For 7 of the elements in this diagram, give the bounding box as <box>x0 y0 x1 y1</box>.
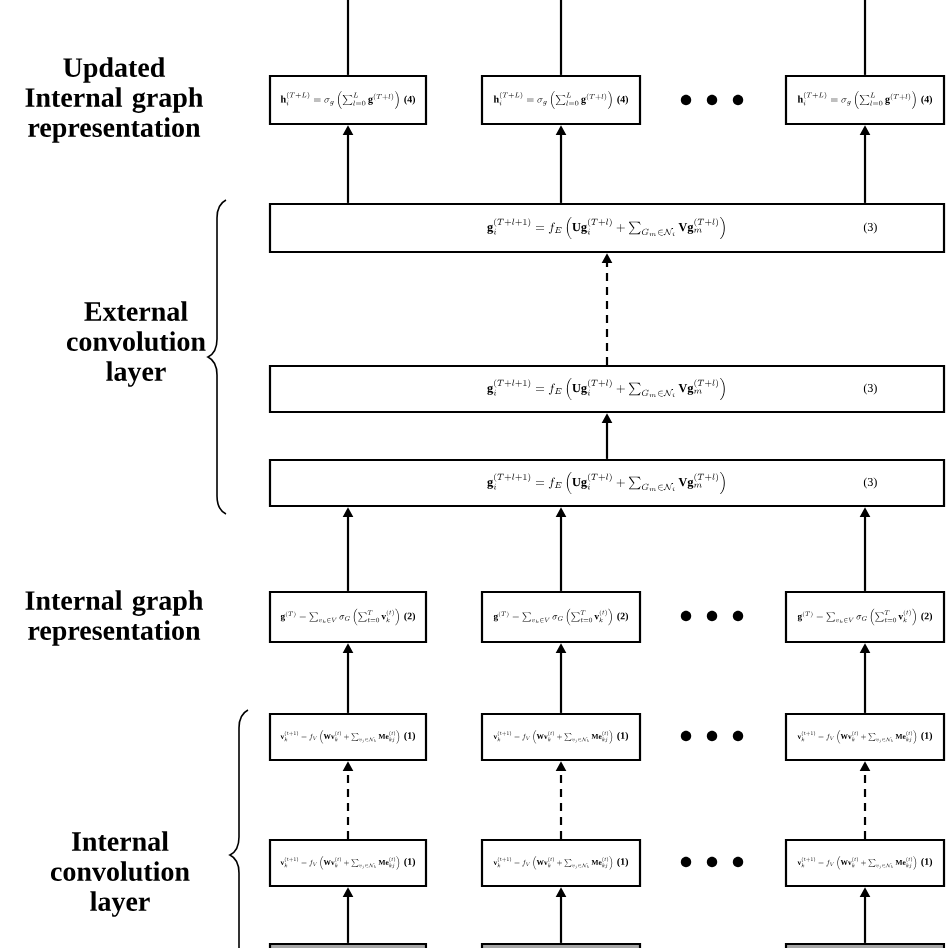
input-box <box>784 942 946 948</box>
layer-label: External convolution layer <box>66 301 206 387</box>
input-box <box>268 942 428 948</box>
input-box <box>480 942 642 948</box>
layer-label: Updated Internal graph representation <box>25 57 203 143</box>
layer-label: Internal graph representation <box>25 590 203 646</box>
layer-label: Internal convolution layer <box>50 831 190 917</box>
